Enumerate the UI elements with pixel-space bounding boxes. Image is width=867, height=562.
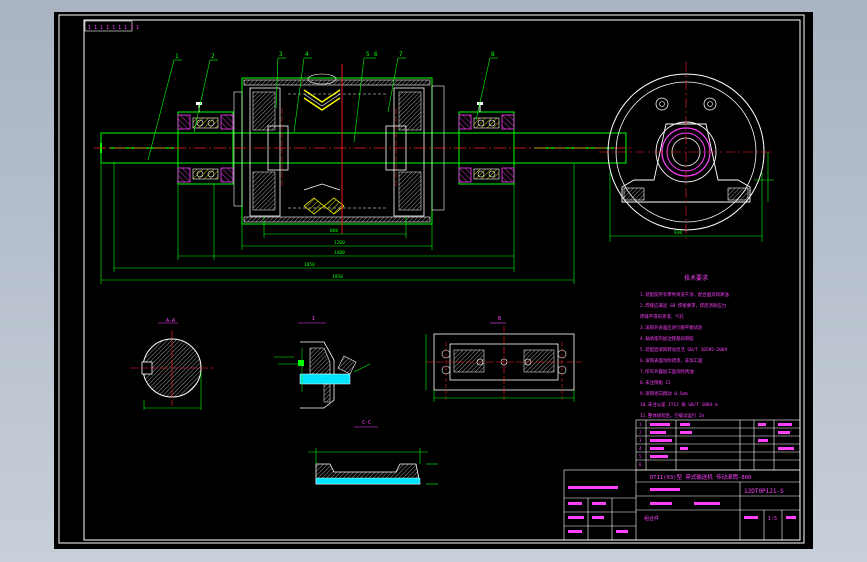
bearing-top-view: B [425, 316, 582, 402]
dimension-drum-length: 1200 [334, 240, 345, 246]
svg-text:5: 5 [639, 454, 642, 459]
right-bearing-housing [458, 102, 515, 185]
weld-detail-view: I [274, 316, 371, 409]
tech-req-8: 7.所有外露加工面涂防锈油 [640, 368, 694, 375]
tech-req-11: 10.未注公差 IT12 按 GB/T 1804-m [640, 401, 718, 408]
dimension-bearing-span: 1400 [334, 250, 345, 256]
part-number-5: 5 [366, 51, 370, 58]
svg-text:2: 2 [639, 430, 642, 435]
svg-text:3: 3 [639, 438, 642, 443]
dimension-overall: 1950 [332, 274, 343, 280]
part-number-1: 1 [175, 53, 179, 60]
cad-drawing-sheet: 1 1 1 1 1 1 1 1 1 [58, 14, 805, 544]
drawing-number: 12DT0P121-S [744, 488, 784, 495]
svg-text:A-A: A-A [166, 318, 175, 324]
tech-req-10: 9.滚筒径向跳动 0.5mm [640, 390, 688, 397]
side-view-dimension: 930 [674, 230, 682, 236]
shaft-section-view: A-A [130, 318, 214, 410]
tech-req-5: 4.轴承座内加注锂基润滑脂 [640, 335, 694, 342]
svg-text:C-C: C-C [362, 420, 371, 426]
svg-text:6: 6 [639, 462, 642, 467]
title-block [563, 469, 801, 541]
side-view: 930 [599, 62, 774, 242]
tech-req-9: 8.未注倒角 C1 [640, 379, 671, 386]
cad-viewport[interactable]: 1 1 1 1 1 1 1 1 1 [54, 12, 813, 549]
part-number-7: 7 [399, 51, 403, 58]
parts-list-labels: 1 2 3 4 5 6 [639, 422, 794, 467]
title-block-text: DTII(03)型 带式输送机 传动滚筒-800 12DT0P121-S 组合件… [568, 473, 796, 533]
parts-list [635, 419, 801, 471]
tech-req-12: 11.整体组装后，空载试运行 2h [640, 412, 705, 419]
tech-req-3: 焊缝不得有夹渣、气孔 [640, 313, 685, 320]
drum-shell [233, 73, 445, 225]
project-title: DTII(03)型 带式输送机 传动滚筒-800 [650, 473, 751, 481]
part-number-6: 6 [374, 51, 378, 58]
dimension-lines [100, 162, 575, 284]
scale-value: 1:5 [768, 516, 777, 522]
svg-text:4: 4 [639, 446, 642, 451]
svg-text:1: 1 [639, 422, 642, 427]
tech-requirements-title: 技术要求 [684, 274, 708, 282]
part-number-8: 8 [491, 51, 495, 58]
part-number-3: 3 [279, 51, 283, 58]
part-number-4: 4 [305, 51, 309, 58]
svg-text:I: I [312, 316, 315, 322]
part-number-2: 2 [211, 53, 215, 60]
file-tag: 1 1 1 1 1 1 1 1 1 [88, 25, 139, 31]
material-label: 组合件 [644, 515, 659, 522]
tech-req-2: 2.焊缝应满足 GB 焊接要求，焊后消除应力 [640, 302, 726, 309]
tech-req-6: 5.装配后滚筒转动灵活 GB/T 10595-2009 [640, 346, 727, 353]
technical-requirements: 技术要求 1.装配前所有零件清洗干净，配合面涂润滑油 2.焊缝应满足 GB 焊接… [640, 274, 729, 419]
main-elevation-view: 1 2 3 4 5 6 7 8 1950 [94, 51, 634, 284]
dimension-face-width: 860 [330, 228, 338, 234]
tech-req-4: 3.滚筒外表面应进行静平衡试验 [640, 324, 703, 331]
rim-section-view: C-C [308, 420, 438, 485]
tech-req-7: 6.滚筒表面涂防锈漆，非加工面 [640, 357, 703, 364]
file-tag-box [84, 20, 133, 32]
dimension-shaft: 1850 [304, 262, 315, 268]
left-bearing-housing [177, 102, 234, 185]
svg-text:B: B [498, 316, 501, 322]
drawing-frame [83, 19, 801, 541]
tech-req-1: 1.装配前所有零件清洗干净，配合面涂润滑油 [640, 291, 729, 298]
outer-frame [58, 14, 805, 544]
